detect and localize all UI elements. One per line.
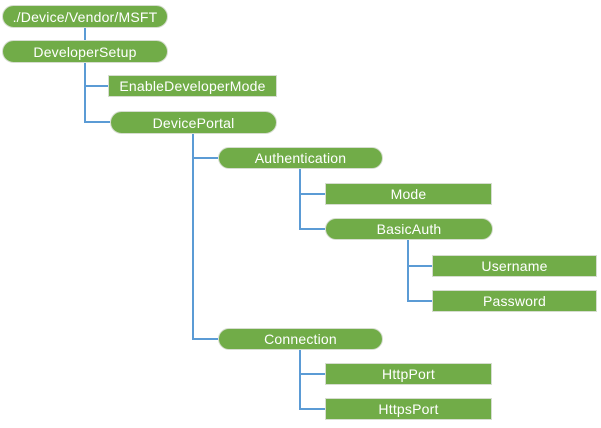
node-basicauth: BasicAuth [325, 218, 493, 240]
node-mode: Mode [325, 183, 492, 205]
connector-deviceportal-children [192, 134, 218, 340]
connector-developersetup-children [84, 63, 110, 123]
node-username: Username [432, 255, 597, 277]
node-developersetup: DeveloperSetup [2, 40, 168, 63]
node-device-vendor-msft: ./Device/Vendor/MSFT [2, 5, 168, 28]
node-connection: Connection [218, 328, 383, 350]
node-httpport: HttpPort [325, 363, 492, 385]
connector-basicauth-children [407, 240, 432, 302]
node-deviceportal: DevicePortal [110, 111, 277, 134]
node-enabledevelopermode: EnableDeveloperMode [108, 75, 277, 97]
node-password: Password [432, 290, 597, 312]
node-httpsport: HttpsPort [325, 398, 492, 420]
connector-connection-children [299, 350, 325, 410]
node-authentication: Authentication [218, 147, 383, 169]
connector-authentication-children [299, 169, 325, 230]
